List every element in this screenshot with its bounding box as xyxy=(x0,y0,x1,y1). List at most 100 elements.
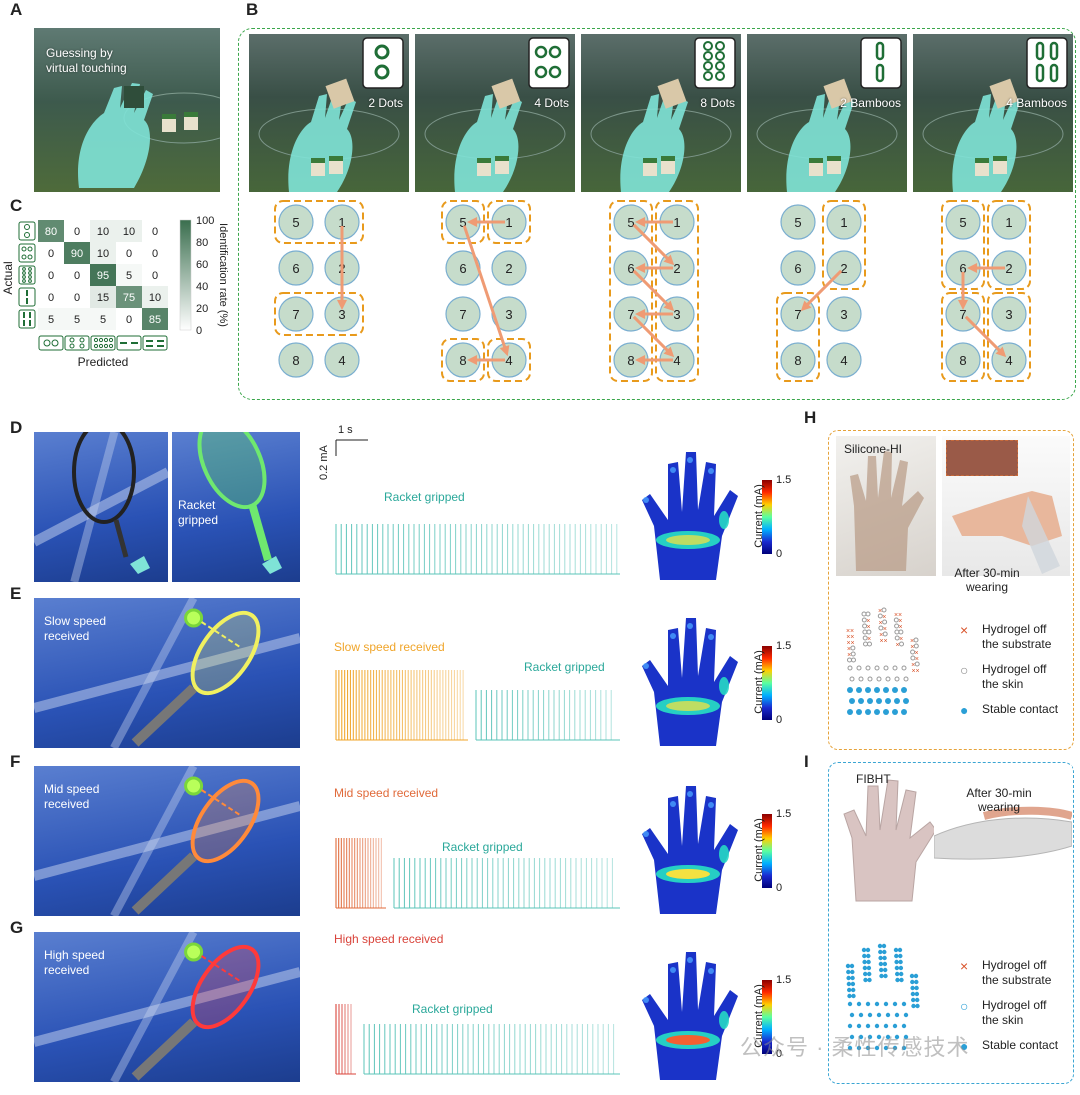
mahjong-tile-icon xyxy=(695,38,735,88)
panel-label-a: A xyxy=(10,0,22,20)
matrix-value: 0 xyxy=(152,226,158,238)
contact-mark-stable xyxy=(877,1013,881,1017)
contact-mark-stable xyxy=(911,998,915,1002)
watermark: 公众号 · 柔性传感技术 xyxy=(740,1030,970,1062)
current-trace xyxy=(322,432,622,582)
contact-mark-stable xyxy=(850,964,854,968)
mini-tile-icon xyxy=(19,222,35,240)
contact-mark-stable xyxy=(885,698,891,704)
matrix-value: 0 xyxy=(48,248,54,260)
contact-mark-stable xyxy=(910,974,914,978)
speed-caption: High speed received xyxy=(44,948,105,978)
contact-mark-stable xyxy=(884,1002,888,1006)
contact-mark-open xyxy=(866,666,870,670)
colorbar-label: Current (mA) xyxy=(753,461,765,571)
colorbar-tick: 100 xyxy=(196,215,214,227)
matrix-value: 0 xyxy=(74,270,80,282)
contact-mark-stable xyxy=(882,956,886,960)
electrode-number: 7 xyxy=(459,307,466,322)
contact-mark-stable xyxy=(862,960,866,964)
contact-mark-stable xyxy=(847,709,853,715)
contact-mark-x: × xyxy=(883,638,887,645)
caption-guessing: Guessing by virtual touching xyxy=(46,46,127,76)
contact-mark-open xyxy=(868,677,872,681)
matrix-value: 0 xyxy=(152,270,158,282)
contact-mark-stable xyxy=(874,709,880,715)
contact-mark-stable xyxy=(874,687,880,693)
contact-mark-stable xyxy=(914,980,918,984)
electrode-number: 3 xyxy=(840,307,847,322)
contact-mark-stable xyxy=(867,966,871,970)
matrix-value: 10 xyxy=(97,248,109,260)
contact-mark-stable xyxy=(846,964,850,968)
contact-mark-stable xyxy=(846,970,850,974)
speed-trace-label: High speed received xyxy=(334,932,443,946)
contact-mark-stable xyxy=(895,1013,899,1017)
contact-mark-stable xyxy=(867,978,871,982)
contact-mark-stable xyxy=(858,698,864,704)
contact-mark-stable xyxy=(876,698,882,704)
mini-tile-icon xyxy=(39,336,63,350)
contact-mark-open xyxy=(863,630,867,634)
electrode-number: 4 xyxy=(1005,353,1012,368)
contact-mark-stable xyxy=(883,962,887,966)
contact-mark-stable xyxy=(903,698,909,704)
tile-name-label: 8 Dots xyxy=(700,96,735,110)
mahjong-tile-icon xyxy=(1027,38,1067,88)
silicone-glove-photo: Silicone-HI xyxy=(836,436,936,576)
contact-mark-stable xyxy=(875,1024,879,1028)
contact-mark-stable xyxy=(902,1002,906,1006)
contact-mark-stable xyxy=(883,974,887,978)
tile-name-label: 4 Dots xyxy=(534,96,569,110)
scale-bar-time: 1 s xyxy=(338,424,353,436)
contact-mark-stable xyxy=(879,962,883,966)
contact-mark-stable xyxy=(882,944,886,948)
panel-label-e: E xyxy=(10,584,21,604)
racket-gripped-caption: Racket gripped xyxy=(178,498,218,528)
electrode-number: 4 xyxy=(338,353,345,368)
current-trace-wrap: High speed receivedRacket gripped xyxy=(322,932,622,1082)
contact-mark-stable xyxy=(883,709,889,715)
contact-mark-x: × xyxy=(915,668,919,675)
contact-mark-stable xyxy=(863,966,867,970)
matrix-value: 5 xyxy=(48,314,54,326)
contact-mark-stable xyxy=(847,687,853,693)
matrix-value: 0 xyxy=(74,226,80,238)
contact-mark-stable xyxy=(862,954,866,958)
contact-mark-stable xyxy=(865,709,871,715)
legend-symbol-icon: × xyxy=(960,622,968,638)
contact-mark-stable xyxy=(886,1013,890,1017)
legend-text: Stable contact xyxy=(982,702,1058,717)
fibht-glove-photo: FIBHT xyxy=(836,766,946,906)
colorbar-tick: 40 xyxy=(196,281,208,293)
contact-mark-stable xyxy=(847,988,851,992)
mini-tile-icon xyxy=(19,310,35,328)
contact-mark-open xyxy=(886,677,890,681)
electrode-number: 3 xyxy=(1005,307,1012,322)
colorbar-max: 1.5 xyxy=(776,974,791,986)
matrix-value: 0 xyxy=(74,292,80,304)
matrix-value: 10 xyxy=(149,292,161,304)
mahjong-tile-icon xyxy=(529,38,569,88)
colorbar-label: Identification rate (%) xyxy=(217,223,229,327)
contact-mark-stable xyxy=(879,974,883,978)
contact-mark-stable xyxy=(902,1024,906,1028)
speed-trace-label: Mid speed received xyxy=(334,786,438,800)
current-trace-wrap: Mid speed receivedRacket gripped xyxy=(322,766,622,916)
mini-tile-icon xyxy=(19,244,35,262)
mini-tile-icon xyxy=(143,336,167,350)
contact-mark-open xyxy=(857,666,861,670)
panel-label-i: I xyxy=(804,752,809,772)
contact-mark-stable xyxy=(850,976,854,980)
contact-mark-stable xyxy=(865,687,871,693)
tile-name-label: 4 Bamboos xyxy=(1006,96,1067,110)
electrode-number: 5 xyxy=(794,215,801,230)
contact-mark-open xyxy=(862,612,866,616)
electrode-number: 1 xyxy=(505,215,512,230)
electrode-number: 3 xyxy=(505,307,512,322)
speed-trace-label: Slow speed received xyxy=(334,640,445,654)
contact-mark-stable xyxy=(878,956,882,960)
contact-mark-stable xyxy=(883,968,887,972)
mini-tile-icon xyxy=(19,288,35,306)
matrix-value: 15 xyxy=(97,292,109,304)
